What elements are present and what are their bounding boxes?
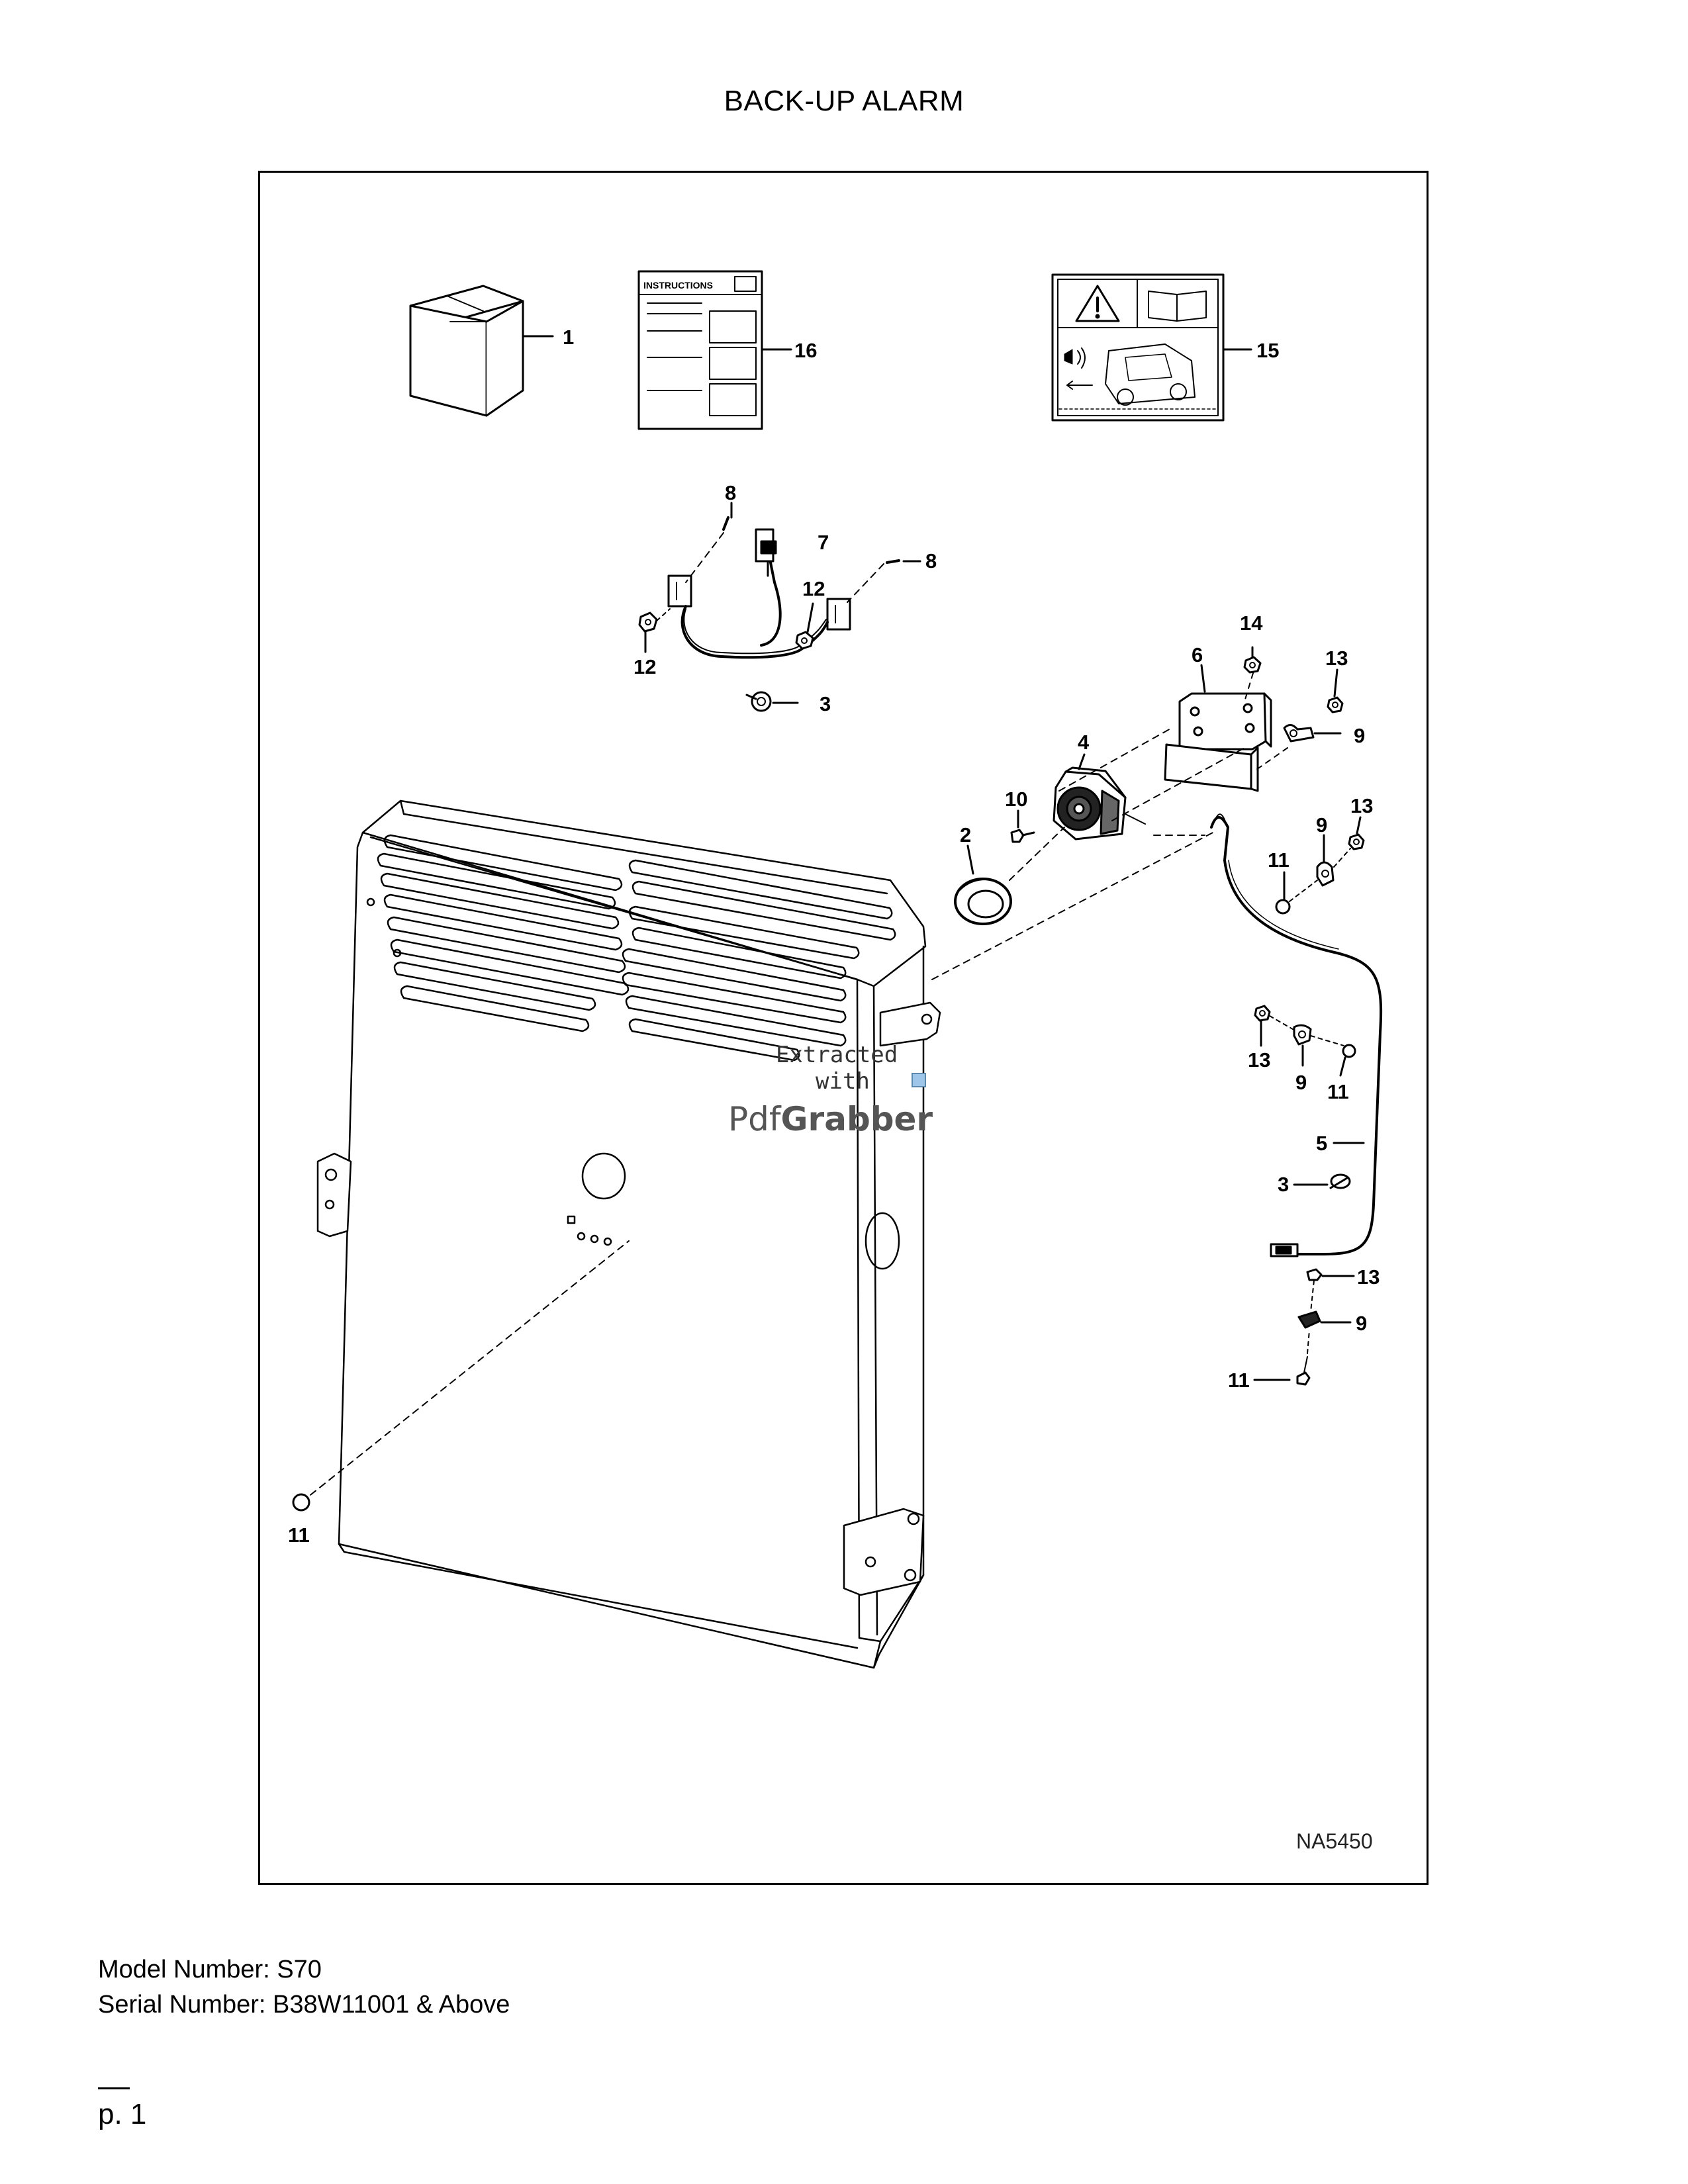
nut-13-lower-right [1254, 1005, 1271, 1022]
callout-11-mid-right: 11 [1268, 848, 1289, 872]
callout-14: 14 [1240, 612, 1263, 635]
watermark-brand-a: Pdf [728, 1100, 782, 1138]
bolt-8-left [685, 516, 729, 583]
model-number: Model Number: S70 [98, 1956, 322, 1983]
part-4-backup-alarm [1053, 766, 1146, 841]
callout-3-upper: 3 [820, 692, 831, 715]
callout-7: 7 [818, 531, 829, 554]
nut-13-top [1327, 696, 1344, 713]
callout-12-right: 12 [802, 577, 825, 600]
bolt-10 [1010, 829, 1035, 843]
nut-12-left [638, 608, 671, 633]
instructions-heading: INSTRUCTIONS [643, 280, 713, 291]
part-6-mounting-bracket [1164, 692, 1272, 792]
part-16-instructions-sheet [637, 270, 763, 430]
callout-15: 15 [1256, 339, 1279, 362]
callout-6: 6 [1192, 643, 1203, 666]
callout-9-bottom-right: 9 [1356, 1312, 1367, 1335]
callout-16: 16 [794, 339, 817, 362]
callout-11-lower-right: 11 [1327, 1080, 1349, 1103]
callout-12-left: 12 [633, 655, 656, 678]
clamp-9-top [1283, 724, 1315, 743]
serial-number: Serial Number: B38W11001 & Above [98, 1991, 510, 2019]
callout-13-top: 13 [1325, 647, 1348, 670]
clip-3-lower [1329, 1173, 1351, 1189]
callout-3-lower: 3 [1278, 1173, 1289, 1196]
watermark-line1: Extracted [776, 1042, 898, 1068]
rear-grille-panel [316, 799, 941, 1669]
callout-8-upper: 8 [725, 481, 736, 504]
callout-5: 5 [1316, 1132, 1327, 1155]
callout-13-bottom-right: 13 [1357, 1265, 1380, 1289]
page-title: BACK-UP ALARM [724, 85, 964, 117]
part-5-harness [1210, 813, 1383, 1257]
bolt-11-bottom-right [1296, 1356, 1311, 1386]
watermark-line2: with [816, 1068, 870, 1095]
bolt-11-lower-right [1342, 1044, 1356, 1058]
callout-1: 1 [563, 326, 574, 349]
callout-9-lower-right: 9 [1295, 1071, 1307, 1094]
page-number: p. 1 [98, 2098, 147, 2130]
callout-11-bottom-left: 11 [288, 1524, 310, 1547]
bolt-11-mid-right [1275, 899, 1291, 915]
clamp-9-bottom-right [1297, 1310, 1321, 1329]
watermark: Extracted with PdfGrabber [728, 1042, 933, 1138]
part-2-grommet [954, 878, 1012, 925]
nut-12-right [795, 631, 814, 650]
part-1-box [409, 285, 524, 417]
watermark-brand: PdfGrabber [728, 1100, 933, 1138]
page-number-rule [98, 2087, 130, 2089]
bolt-11-bottom-left [292, 1493, 310, 1512]
clamp-9-mid-right [1316, 861, 1335, 887]
nut-14 [1243, 656, 1262, 674]
nut-13-mid-right [1348, 833, 1365, 850]
callout-4: 4 [1078, 731, 1090, 754]
figure-id: NA5450 [1296, 1829, 1373, 1853]
callout-10: 10 [1005, 788, 1027, 811]
nut-13-bottom-right [1306, 1268, 1323, 1281]
clip-3-top [745, 691, 772, 712]
callout-9-mid-right: 9 [1316, 813, 1327, 837]
callout-13-mid-right: 13 [1350, 794, 1373, 817]
callout-8-right: 8 [925, 549, 937, 572]
part-15-warning-decal [1051, 273, 1225, 422]
diagram-frame [258, 171, 1429, 1885]
watermark-brand-b: Grabber [781, 1100, 933, 1138]
callout-13-lower-right: 13 [1248, 1048, 1270, 1071]
callout-11-bottom-right: 11 [1228, 1369, 1250, 1392]
bolt-8-right [847, 559, 900, 603]
clamp-9-lower-right [1293, 1024, 1312, 1046]
callout-2: 2 [960, 823, 971, 846]
callout-9-top: 9 [1354, 724, 1365, 747]
